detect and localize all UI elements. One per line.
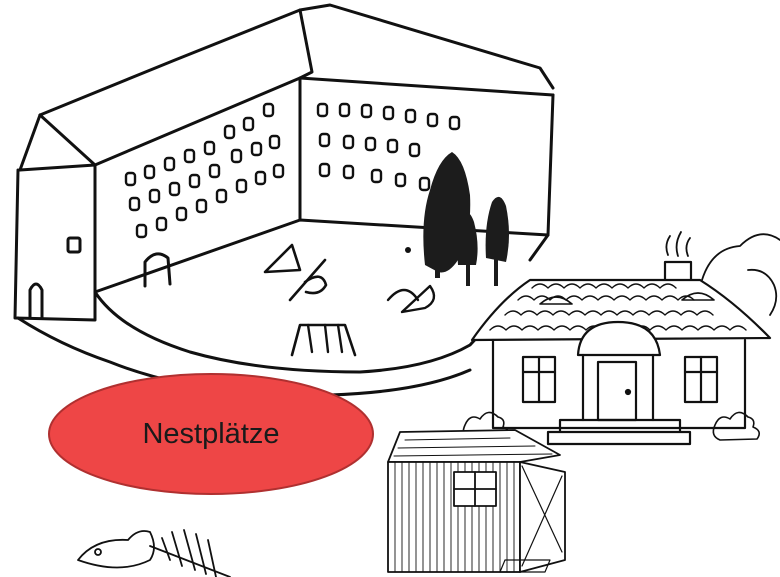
- house-icon: [463, 232, 780, 444]
- fish-skeleton-icon: [78, 530, 230, 577]
- trees-sketch: [423, 152, 509, 286]
- nest-label-text: Nestplätze: [47, 372, 375, 496]
- shed-icon: [388, 430, 565, 572]
- nest-label: Nestplätze: [47, 372, 375, 496]
- school-building-sketch: [15, 5, 553, 320]
